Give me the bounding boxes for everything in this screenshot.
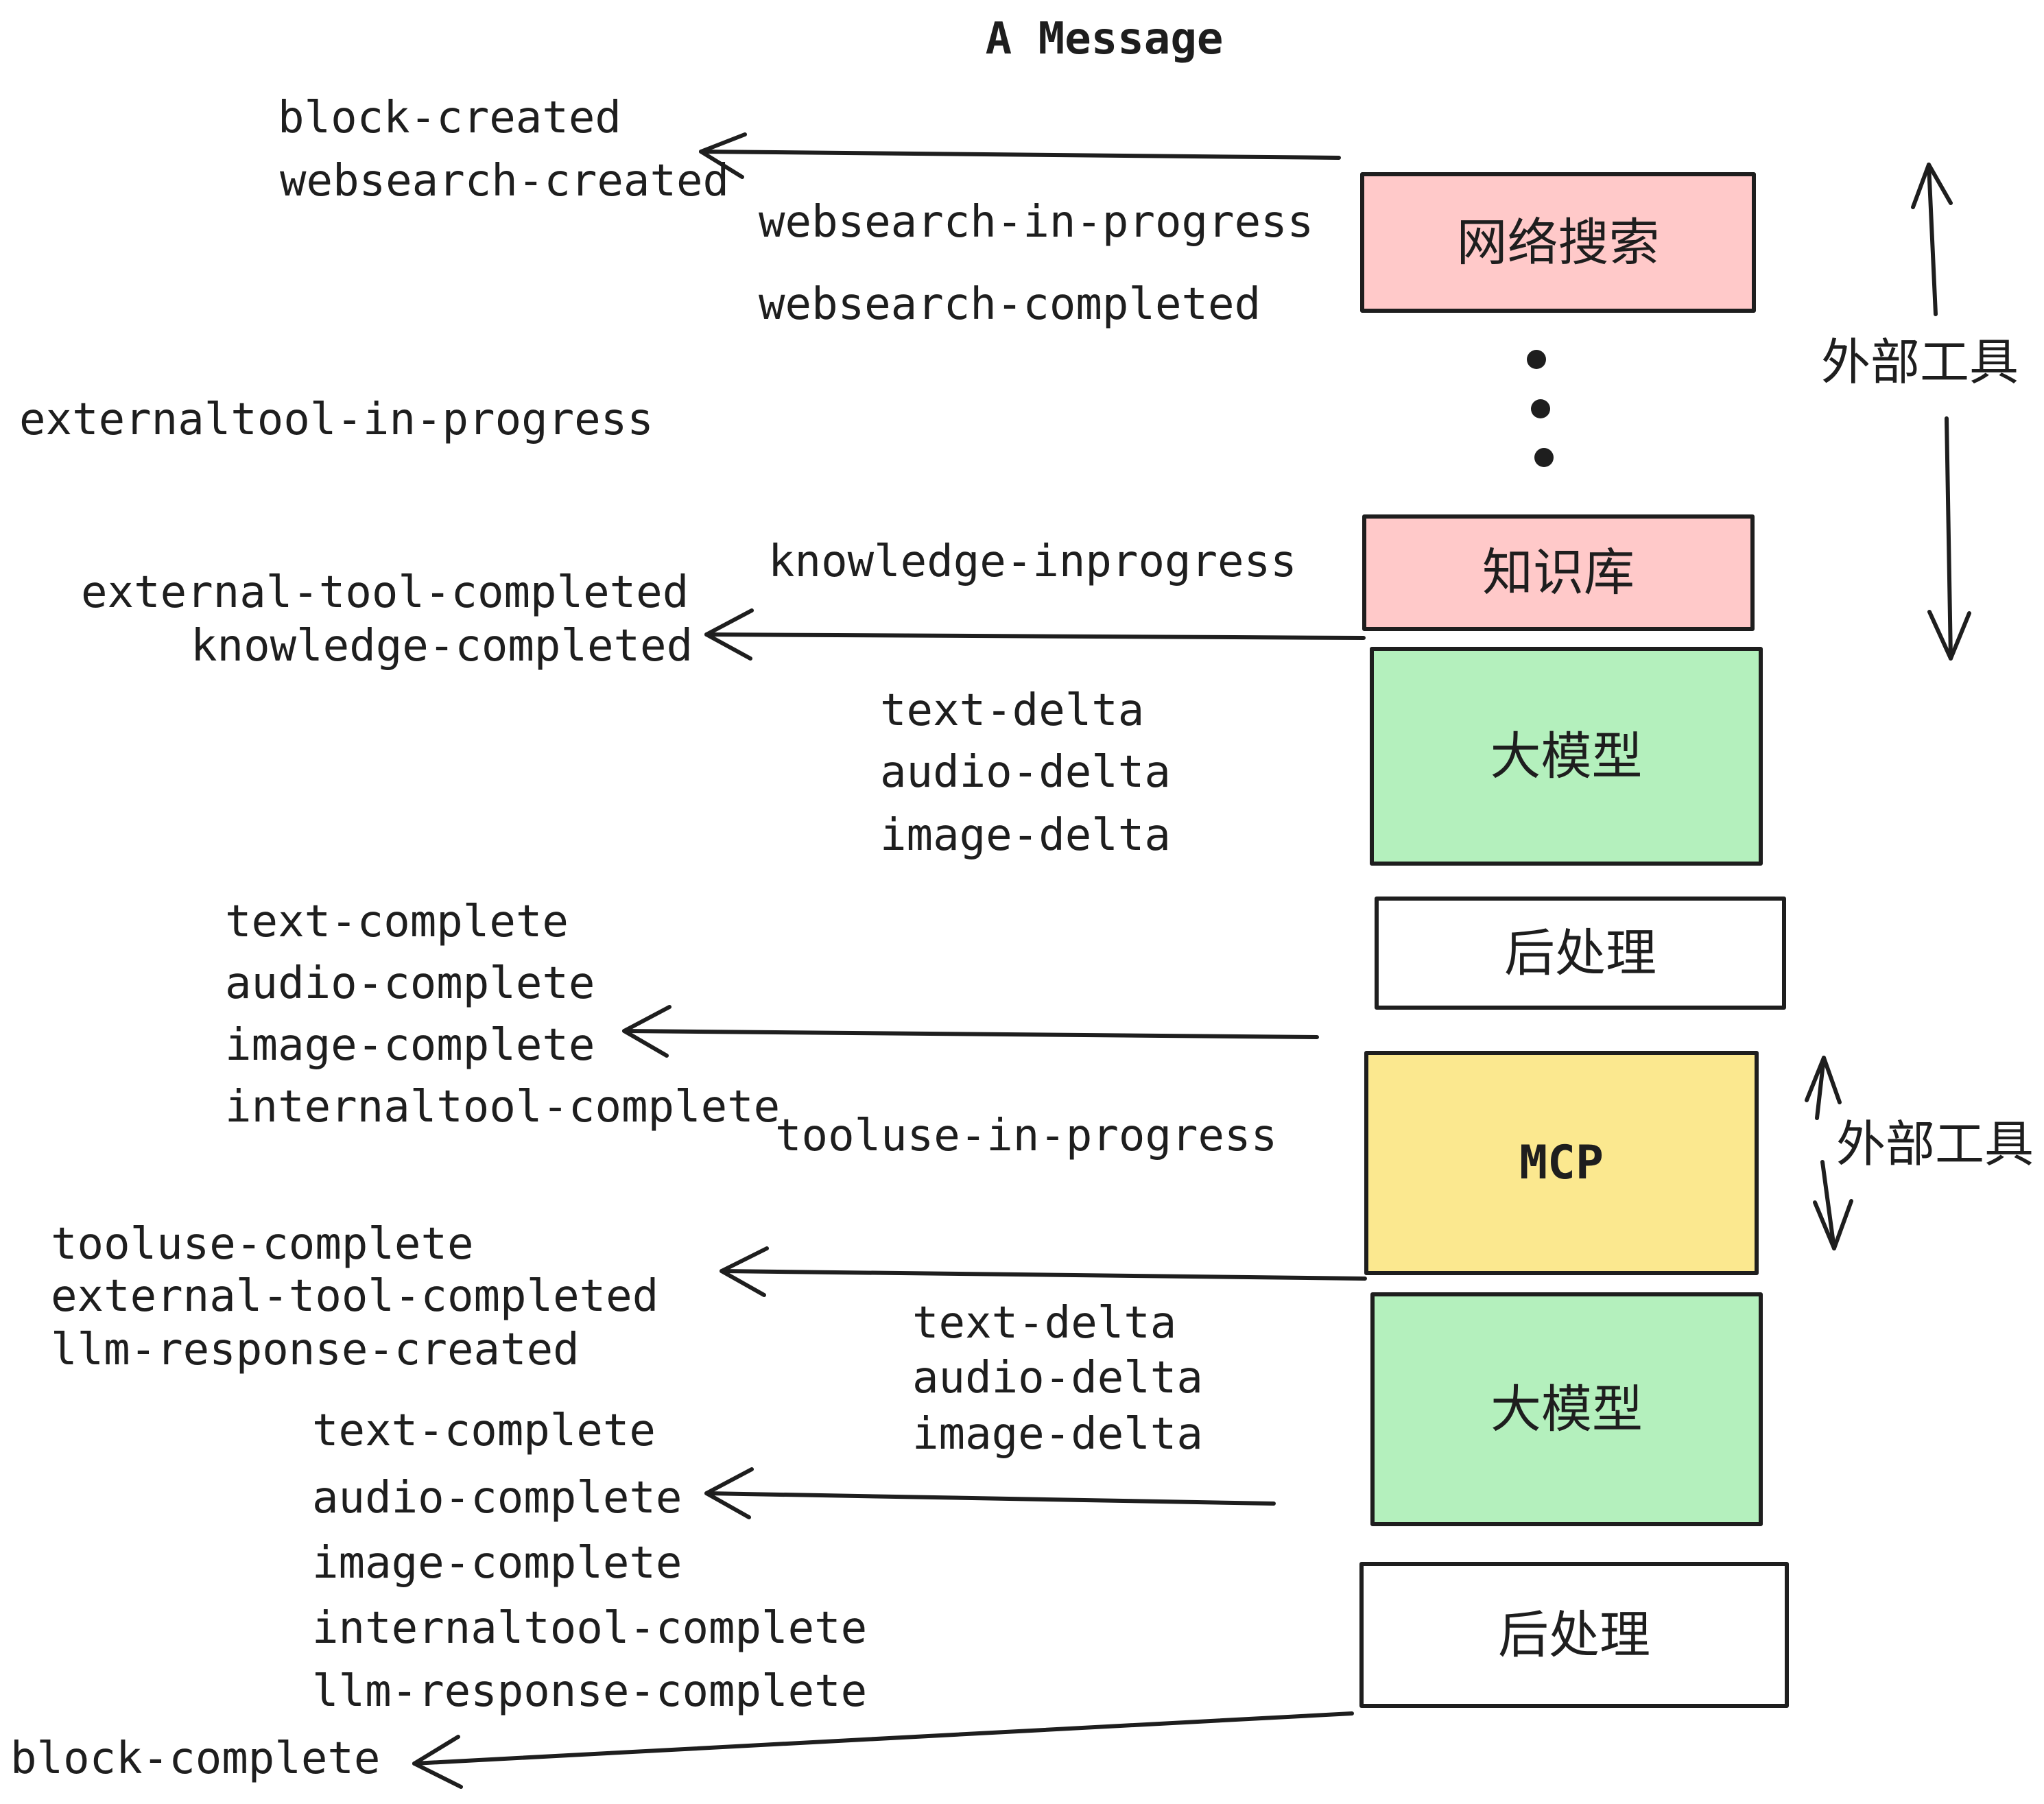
- event-label-knowledge-inprogress: knowledge-inprogress: [768, 536, 1297, 587]
- event-label-llm-response-complete: llm-response-complete: [312, 1666, 868, 1717]
- event-label-audio-complete-1: audio-complete: [225, 958, 595, 1009]
- event-label-audio-complete-2: audio-complete: [312, 1473, 682, 1523]
- event-label-text-complete-1: text-complete: [225, 897, 569, 947]
- event-label-external-tool-completed-1: external-tool-completed: [81, 567, 689, 618]
- event-label-external-tool-completed-2: external-tool-completed: [51, 1271, 659, 1322]
- event-label-websearch-completed: websearch-completed: [759, 279, 1261, 330]
- arrow-to-knowledge-completed: [704, 608, 1366, 661]
- external-tools-label-top: 外部工具: [1821, 333, 2019, 391]
- arrow-to-block-complete: [412, 1711, 1354, 1789]
- page-title: A Message: [985, 14, 1224, 64]
- arrow-to-image-complete: [622, 1005, 1319, 1058]
- external-tools-up-arrow-mcp: [1805, 1056, 1842, 1120]
- node-websearch-label: 网络搜索: [1456, 213, 1660, 272]
- node-knowledge-base: 知识库: [1362, 514, 1755, 631]
- arrow-to-block-created: [699, 132, 1341, 179]
- node-postprocess-2: 后处理: [1359, 1562, 1789, 1708]
- event-label-tooluse-complete: tooluse-complete: [51, 1219, 474, 1270]
- external-tools-down-arrow-top: [1927, 416, 1971, 661]
- event-label-image-complete-2: image-complete: [312, 1538, 682, 1589]
- event-label-audio-delta-1: audio-delta: [880, 747, 1171, 798]
- node-llm-1: 大模型: [1370, 647, 1763, 866]
- event-label-image-complete-1: image-complete: [225, 1020, 595, 1071]
- event-label-image-delta-2: image-delta: [912, 1409, 1203, 1460]
- event-label-text-delta-1: text-delta: [880, 685, 1145, 736]
- event-label-knowledge-completed: knowledge-completed: [191, 621, 693, 672]
- event-label-audio-delta-2: audio-delta: [912, 1353, 1203, 1403]
- event-label-websearch-in-progress: websearch-in-progress: [759, 197, 1314, 248]
- event-label-block-complete: block-complete: [10, 1733, 381, 1784]
- event-label-internaltool-complete-1: internaltool-complete: [225, 1082, 781, 1132]
- event-label-text-delta-2: text-delta: [912, 1298, 1177, 1349]
- arrow-to-tooluse-complete: [720, 1246, 1367, 1297]
- event-label-tooluse-in-progress: tooluse-in-progress: [775, 1111, 1278, 1161]
- event-label-text-complete-2: text-complete: [312, 1405, 656, 1456]
- arrow-to-audio-complete: [704, 1467, 1276, 1519]
- node-llm-2-label: 大模型: [1490, 1379, 1643, 1439]
- node-postprocess-1-label: 后处理: [1504, 923, 1656, 983]
- node-llm-1-label: 大模型: [1490, 726, 1643, 786]
- event-label-websearch-created: websearch-created: [280, 156, 730, 206]
- ellipsis-dots: [1527, 350, 1554, 467]
- node-postprocess-2-label: 后处理: [1498, 1605, 1650, 1665]
- node-mcp: MCP: [1364, 1051, 1759, 1275]
- node-llm-2: 大模型: [1370, 1292, 1763, 1526]
- node-postprocess-1: 后处理: [1375, 897, 1786, 1010]
- external-tools-up-arrow-top: [1911, 163, 1953, 316]
- event-label-image-delta-1: image-delta: [880, 810, 1171, 861]
- external-tools-down-arrow-mcp: [1813, 1160, 1853, 1250]
- node-mcp-label: MCP: [1519, 1135, 1604, 1190]
- event-label-internaltool-complete-2: internaltool-complete: [312, 1603, 868, 1654]
- event-label-externaltool-in-progress: externaltool-in-progress: [19, 394, 654, 445]
- external-tools-label-mcp: 外部工具: [1836, 1115, 2034, 1173]
- event-label-llm-response-created: llm-response-created: [51, 1325, 580, 1375]
- node-knowledge-label: 知识库: [1482, 543, 1635, 602]
- node-websearch: 网络搜索: [1360, 172, 1756, 313]
- event-label-block-created: block-created: [278, 93, 621, 143]
